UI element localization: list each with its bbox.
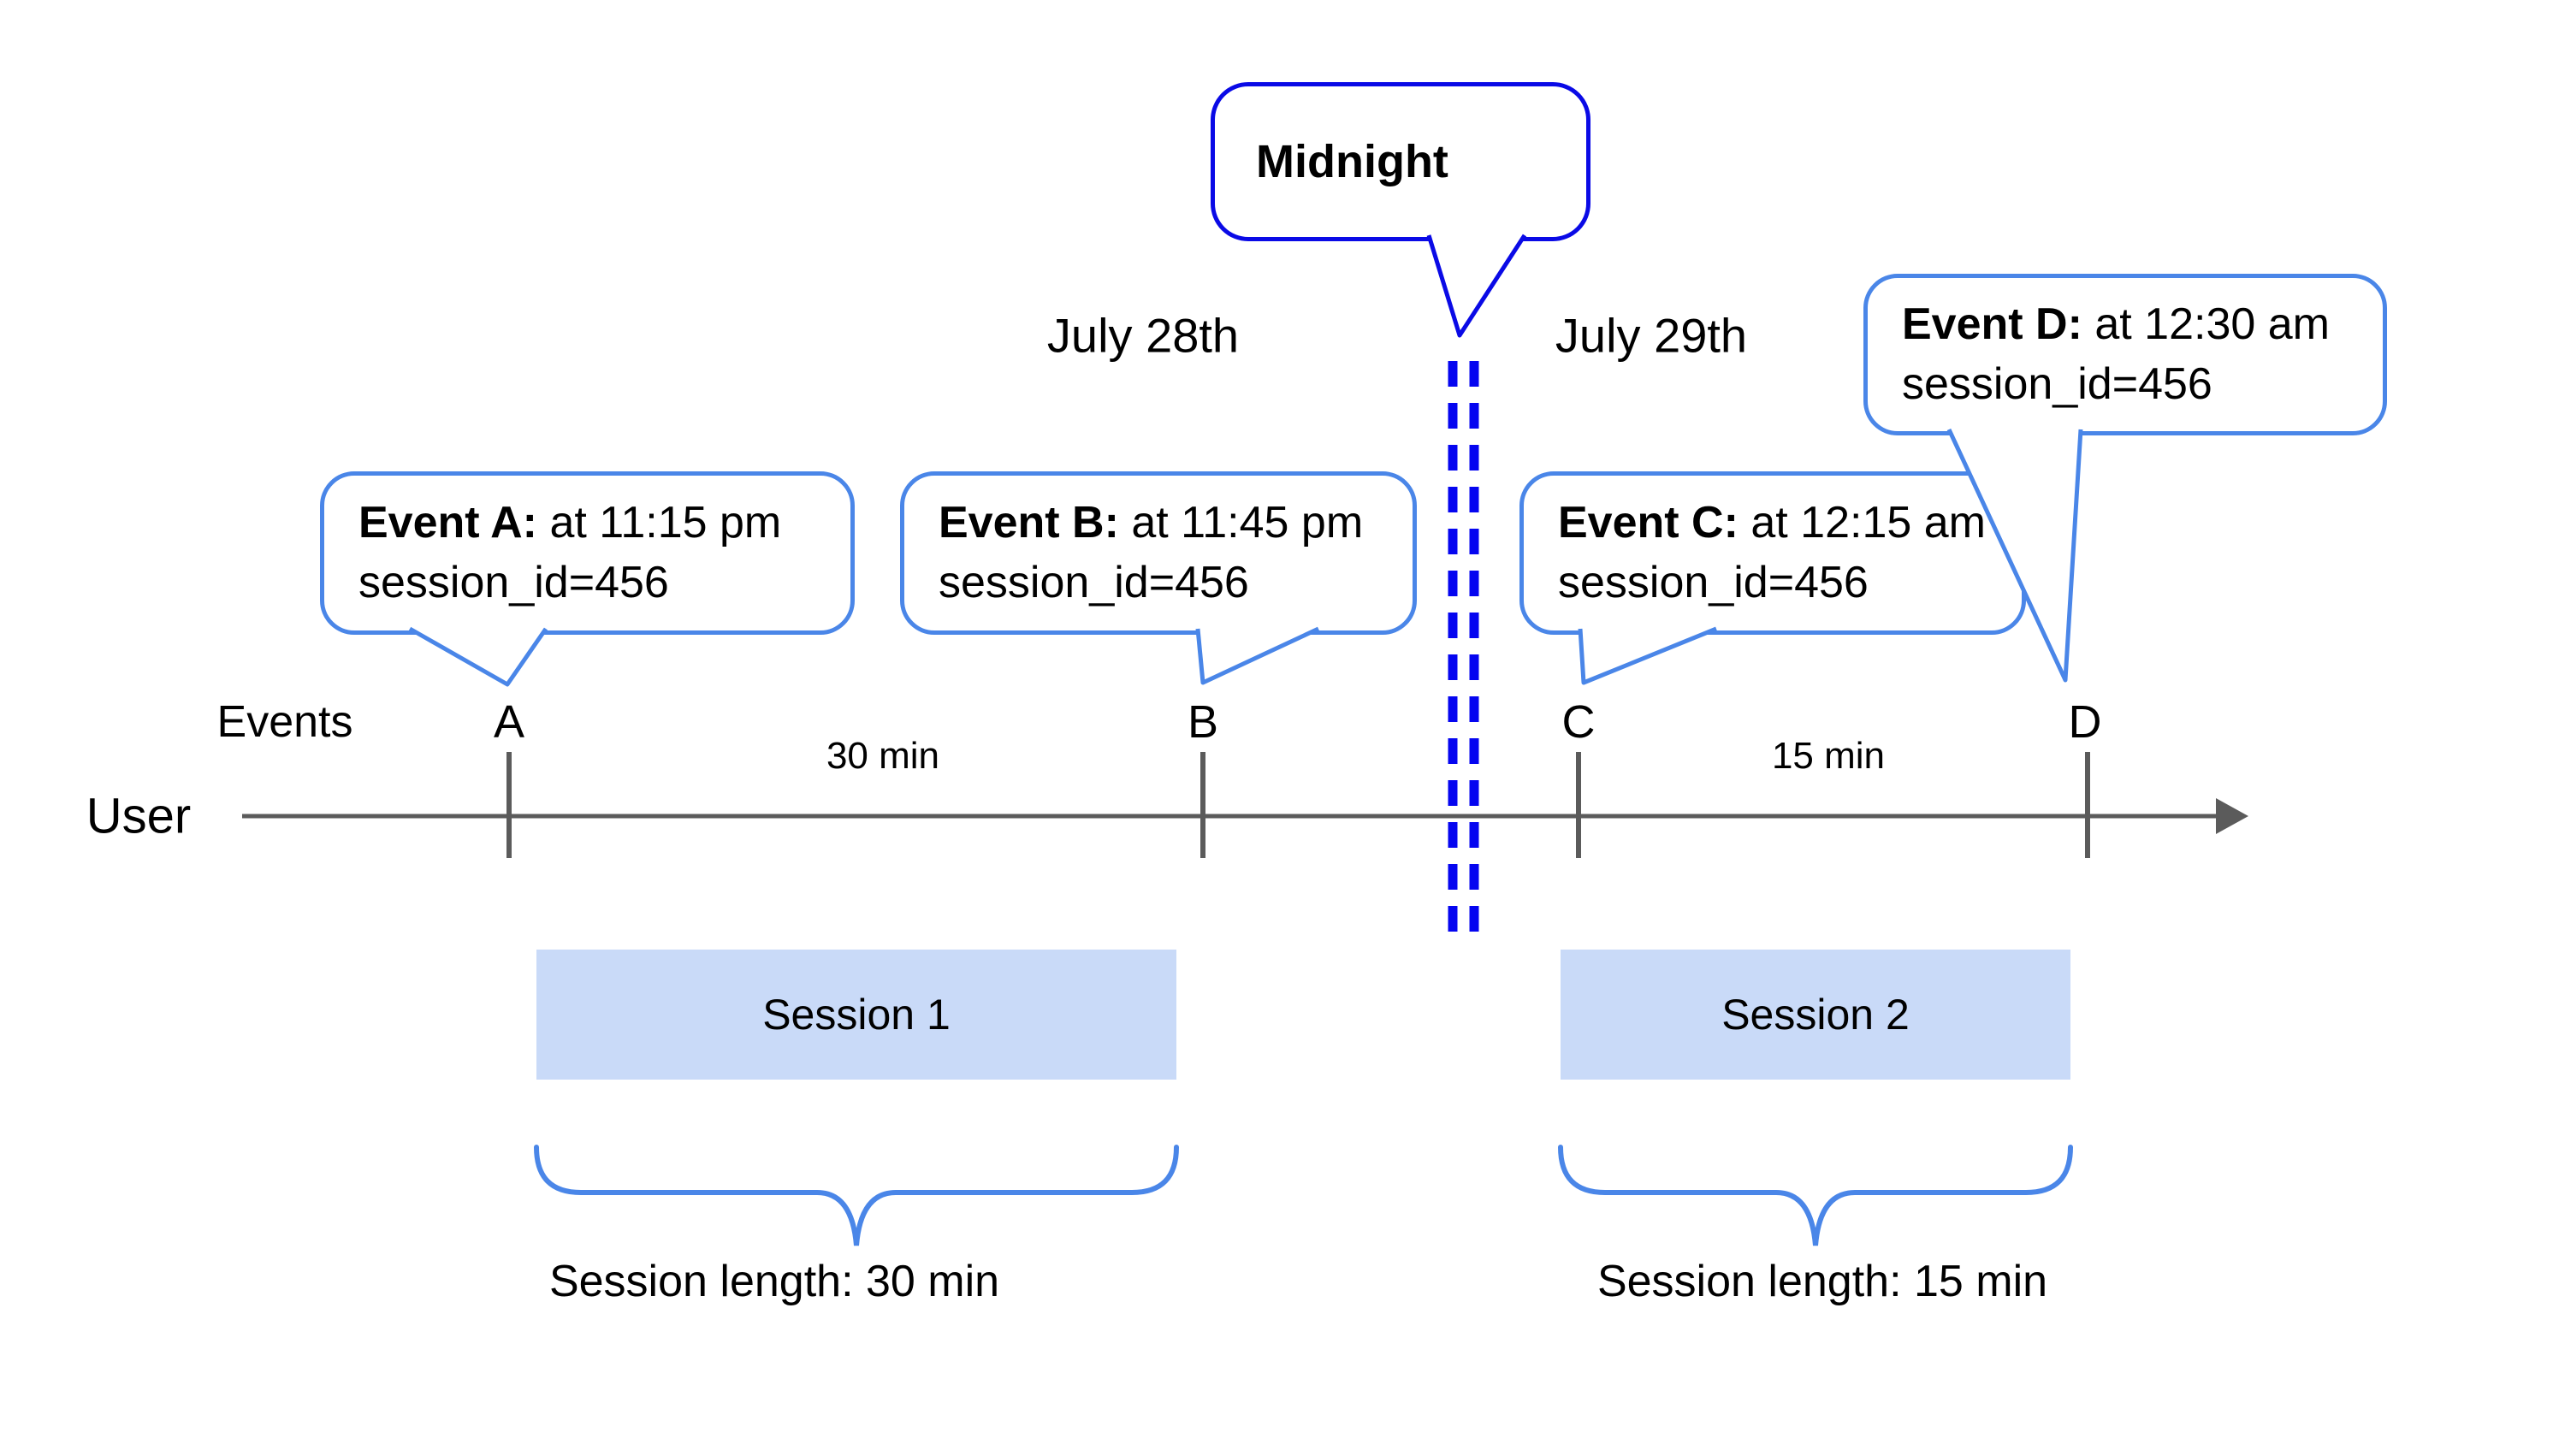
session-1-box: Session 1 bbox=[536, 950, 1176, 1080]
event-b-line2: session_id=456 bbox=[939, 557, 1249, 607]
event-b-bubble-tail bbox=[1195, 626, 1320, 685]
user-axis-label: User bbox=[86, 788, 192, 844]
events-axis-label: Events bbox=[216, 697, 353, 747]
event-a-callout-bubble: Event A: at 11:15 pm session_id=456 bbox=[320, 471, 855, 635]
interval-cd-label: 15 min bbox=[1771, 735, 1886, 777]
event-d-line1: Event D: at 12:30 am bbox=[1902, 299, 2330, 350]
session-2-box: Session 2 bbox=[1561, 950, 2070, 1080]
session-1-label: Session 1 bbox=[762, 991, 951, 1039]
midnight-bubble-tail bbox=[1426, 234, 1527, 338]
session-2-length-label: Session length: 15 min bbox=[1596, 1257, 2048, 1306]
midnight-label: Midnight bbox=[1256, 136, 1448, 187]
event-a-line1: Event A: at 11:15 pm bbox=[358, 498, 782, 548]
tick-label-b: B bbox=[1187, 696, 1219, 748]
midnight-callout-bubble: Midnight bbox=[1211, 82, 1590, 241]
session-2-brace bbox=[1558, 1145, 2073, 1246]
event-a-bubble-tail bbox=[408, 626, 548, 687]
event-d-line2: session_id=456 bbox=[1902, 358, 2212, 409]
tick-label-a: A bbox=[493, 696, 525, 748]
date-left-label: July 28th bbox=[1046, 308, 1240, 363]
event-b-line1: Event B: at 11:45 pm bbox=[939, 498, 1364, 548]
event-d-callout-bubble: Event D: at 12:30 am session_id=456 bbox=[1863, 274, 2387, 435]
session-1-brace bbox=[534, 1145, 1179, 1246]
event-b-callout-bubble: Event B: at 11:45 pm session_id=456 bbox=[900, 471, 1417, 635]
interval-ab-label: 30 min bbox=[826, 735, 940, 777]
session-2-label: Session 2 bbox=[1721, 991, 1910, 1039]
event-a-line2: session_id=456 bbox=[358, 557, 669, 607]
event-c-bubble-tail bbox=[1578, 626, 1717, 685]
tick-label-c: C bbox=[1561, 696, 1596, 748]
event-c-line2: session_id=456 bbox=[1558, 557, 1869, 607]
event-c-callout-bubble: Event C: at 12:15 am session_id=456 bbox=[1519, 471, 2026, 635]
timeline-arrowhead bbox=[2216, 798, 2248, 834]
date-right-label: July 29th bbox=[1555, 308, 1748, 363]
event-c-line1: Event C: at 12:15 am bbox=[1558, 498, 1986, 548]
session-1-length-label: Session length: 30 min bbox=[548, 1257, 1000, 1306]
tick-label-d: D bbox=[2068, 696, 2102, 748]
